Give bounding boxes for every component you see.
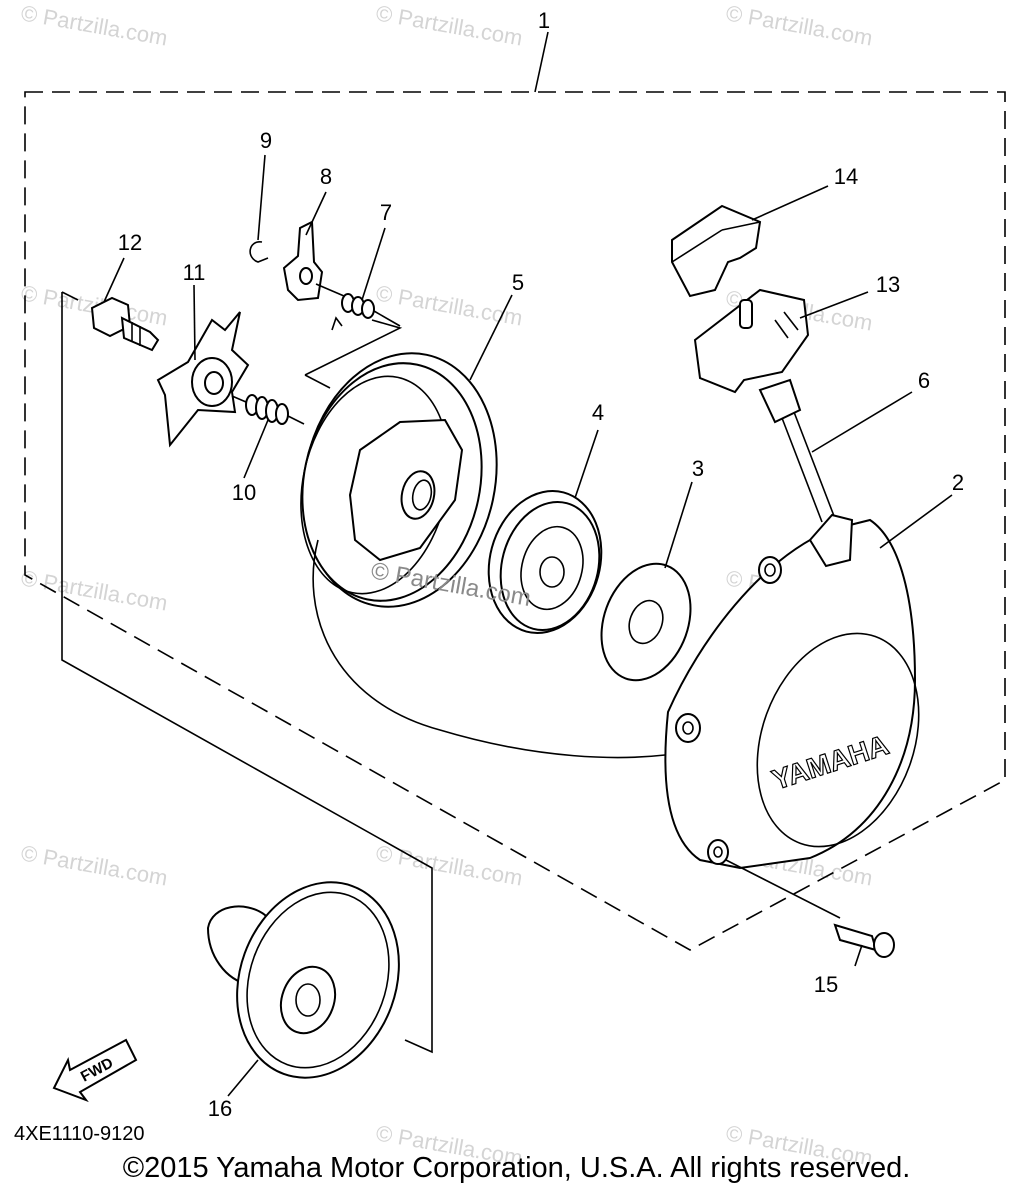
drive-plate-part-4 bbox=[487, 490, 603, 634]
callout-13: 13 bbox=[876, 272, 900, 297]
watermark: © Partzilla.com bbox=[19, 0, 169, 50]
clip-part-9 bbox=[249, 241, 269, 263]
diagram-code: 4XE1110-9120 bbox=[14, 1123, 144, 1145]
callout-15: 15 bbox=[814, 972, 838, 997]
handle-part-13 bbox=[693, 288, 810, 394]
callout-10: 10 bbox=[232, 480, 256, 505]
screw-part-15 bbox=[833, 923, 895, 958]
callout-5: 5 bbox=[512, 270, 524, 295]
callout-8: 8 bbox=[320, 164, 332, 189]
spring-part-7 bbox=[331, 293, 401, 331]
plate-part-11 bbox=[156, 311, 250, 448]
watermark: © Partzilla.com bbox=[724, 0, 874, 50]
drive-pulley-part-16 bbox=[206, 881, 400, 1079]
watermark: © Partzilla.com bbox=[19, 565, 169, 615]
callout-3: 3 bbox=[692, 456, 704, 481]
cover-part-2: YAMAHA bbox=[664, 513, 920, 919]
callout-4: 4 bbox=[592, 400, 604, 425]
callout-14: 14 bbox=[834, 164, 858, 189]
pawl-part-8 bbox=[282, 220, 345, 302]
frame-top-edge bbox=[61, 291, 79, 301]
assembly-boundary bbox=[24, 91, 1006, 951]
callout-6: 6 bbox=[918, 368, 930, 393]
rope-part-6 bbox=[758, 378, 835, 523]
starter-rope bbox=[312, 539, 666, 759]
callout-9: 9 bbox=[260, 128, 272, 153]
watermark: © Partzilla.com bbox=[374, 280, 524, 330]
forward-direction-arrow: FWD bbox=[52, 1038, 138, 1103]
callout-16: 16 bbox=[208, 1096, 232, 1121]
grip-part-14 bbox=[671, 204, 762, 298]
copyright-notice: ©2015 Yamaha Motor Corporation, U.S.A. A… bbox=[122, 1152, 911, 1184]
axis-line bbox=[304, 374, 331, 389]
callout-11: 11 bbox=[183, 260, 206, 285]
callouts: 1 2 3 4 5 6 7 8 9 10 11 12 13 14 15 16 bbox=[118, 8, 964, 1121]
spring-part-10 bbox=[231, 394, 305, 425]
pulley-part-5 bbox=[300, 352, 498, 608]
sub-assembly-frame bbox=[61, 292, 433, 1054]
callout-7: 7 bbox=[380, 200, 392, 225]
watermark: © Partzilla.com bbox=[374, 0, 524, 50]
bolt-part-12 bbox=[90, 296, 160, 352]
axis-line bbox=[304, 319, 403, 376]
watermark: © Partzilla.com bbox=[19, 840, 169, 890]
callout-2: 2 bbox=[952, 470, 964, 495]
leader-lines bbox=[103, 31, 953, 1097]
callout-12: 12 bbox=[118, 230, 142, 255]
callout-1: 1 bbox=[538, 8, 550, 33]
